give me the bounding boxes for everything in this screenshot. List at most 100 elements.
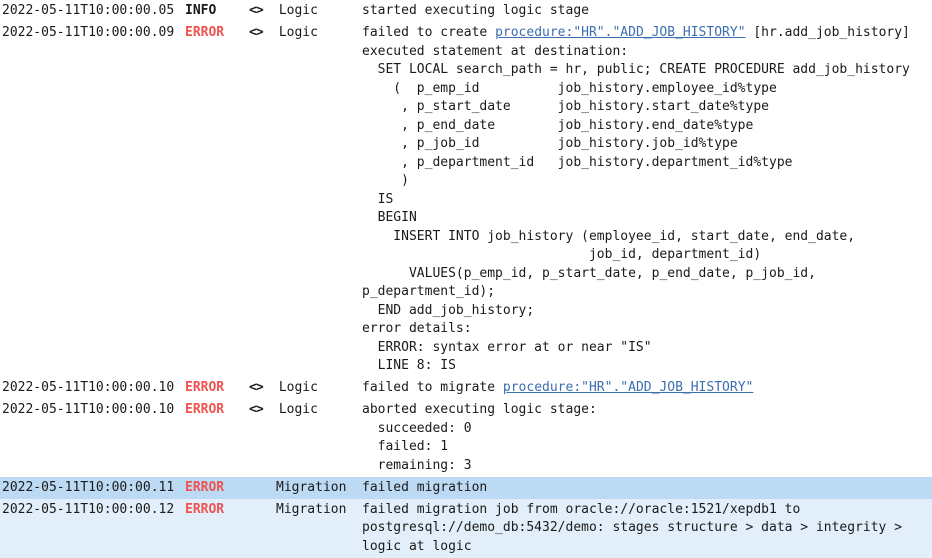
- message-text: failed to migrate: [362, 380, 503, 395]
- log-message-line: failed migration job from oracle://oracl…: [362, 501, 902, 520]
- code-brackets-icon: <>: [249, 25, 264, 40]
- message-text: remaining: 3: [362, 457, 472, 473]
- message-text: failed: 1: [362, 439, 449, 454]
- message-text: failed to create: [362, 25, 496, 40]
- message-text: VALUES(p_emp_id, p_start_date, p_end_dat…: [362, 265, 816, 281]
- message-text: ): [362, 173, 409, 188]
- log-message-line: IS: [362, 191, 910, 210]
- log-context-label: Logic: [278, 25, 318, 40]
- log-message: started executing logic stage: [362, 2, 589, 21]
- log-row[interactable]: 2022-05-11T10:00:00.10 ERROR <> Logic faile…: [0, 377, 932, 399]
- log-level: ERROR: [185, 479, 225, 495]
- message-text: failed migration job from oracle://oracl…: [362, 501, 801, 517]
- log-message-line: p_department_id);: [362, 283, 910, 302]
- code-brackets-icon: <>: [249, 3, 264, 18]
- log-row[interactable]: 2022-05-11T10:00:00.11 ERROR Migration fail…: [0, 476, 932, 499]
- log-message-line: ( p_emp_id job_history.employee_id%type: [362, 80, 910, 99]
- log-message: aborted executing logic stage: succeeded…: [362, 401, 597, 475]
- log-message-line: , p_job_id job_history.job_id%type: [362, 135, 910, 154]
- message-text: aborted executing logic stage:: [362, 402, 597, 417]
- log-context: <> Logic: [249, 24, 318, 43]
- log-message-line: failed to migrate procedure:"HR"."ADD_JO…: [362, 379, 753, 398]
- log-level: ERROR: [185, 501, 225, 517]
- log-message-line: LINE 8: IS: [362, 357, 910, 376]
- log-message-line: started executing logic stage: [362, 2, 589, 21]
- message-text: executed statement at destination:: [362, 43, 629, 59]
- message-text: ( p_emp_id job_history.employee_id%type: [362, 80, 777, 96]
- message-text: IS: [362, 191, 394, 207]
- log-message-line: executed statement at destination:: [362, 43, 910, 62]
- log-message-line: succeeded: 0: [362, 420, 597, 439]
- message-text: ERROR: syntax error at or near "IS": [362, 339, 652, 355]
- log-message-line: failed to create procedure:"HR"."ADD_JOB…: [362, 24, 910, 43]
- message-text: , p_department_id job_history.department…: [362, 154, 793, 170]
- object-link[interactable]: procedure:"HR"."ADD_JOB_HISTORY": [502, 380, 754, 395]
- message-text: BEGIN: [362, 210, 417, 225]
- log-timestamp: 2022-05-11T10:00:00.09: [2, 25, 175, 40]
- message-text: logic at logic: [362, 538, 472, 554]
- message-text: INSERT INTO job_history (employee_id, st…: [362, 228, 856, 244]
- message-text: LINE 8: IS: [362, 358, 456, 373]
- log-message-line: job_id, department_id): [362, 246, 910, 265]
- message-text: SET LOCAL search_path = hr, public; CREA…: [362, 62, 910, 77]
- log-message-line: aborted executing logic stage:: [362, 401, 597, 420]
- log-message-line: postgresql://demo_db:5432/demo: stages s…: [362, 519, 902, 538]
- log-context: <> Logic: [249, 401, 318, 420]
- log-timestamp: 2022-05-11T10:00:00.12: [2, 501, 175, 517]
- log-message: failed to migrate procedure:"HR"."ADD_JO…: [362, 379, 753, 398]
- log-message: failed to create procedure:"HR"."ADD_JOB…: [362, 24, 910, 376]
- log-level: INFO: [185, 3, 217, 18]
- log-context-label: Migration: [276, 501, 347, 517]
- log-message-line: INSERT INTO job_history (employee_id, st…: [362, 228, 910, 247]
- message-text: , p_end_date job_history.end_date%type: [362, 117, 754, 133]
- log-context: <> Logic: [249, 379, 318, 398]
- message-text: error details:: [362, 321, 472, 336]
- log-level: ERROR: [185, 402, 225, 417]
- log-row[interactable]: 2022-05-11T10:00:00.05 INFO <> Logic starte…: [0, 0, 932, 22]
- log-message: failed migration: [362, 479, 487, 498]
- log-message-line: SET LOCAL search_path = hr, public; CREA…: [362, 61, 910, 80]
- log-context: Migration: [249, 479, 346, 498]
- log-message-line: failed: 1: [362, 438, 597, 457]
- log-message-line: BEGIN: [362, 209, 910, 228]
- log-row[interactable]: 2022-05-11T10:00:00.10 ERROR <> Logic abort…: [0, 399, 932, 477]
- message-text: p_department_id);: [362, 284, 496, 299]
- log-timestamp: 2022-05-11T10:00:00.11: [2, 479, 175, 495]
- code-brackets-icon: <>: [249, 380, 264, 395]
- log-timestamp: 2022-05-11T10:00:00.10: [2, 380, 175, 395]
- log-message-line: , p_start_date job_history.start_date%ty…: [362, 98, 910, 117]
- log-level: ERROR: [185, 380, 225, 395]
- code-brackets-icon: <>: [249, 402, 264, 417]
- log-row[interactable]: 2022-05-11T10:00:00.12 ERROR Migration fail…: [0, 498, 932, 558]
- log-context-label: Logic: [278, 402, 318, 417]
- message-text: failed migration: [362, 479, 488, 495]
- log-message-line: , p_end_date job_history.end_date%type: [362, 117, 910, 136]
- message-text: job_id, department_id): [362, 247, 762, 262]
- message-text: END add_job_history;: [362, 302, 535, 318]
- object-link[interactable]: procedure:"HR"."ADD_JOB_HISTORY": [495, 25, 746, 40]
- log-message-line: remaining: 3: [362, 457, 597, 476]
- log-context-label: Migration: [276, 479, 347, 495]
- log-row[interactable]: 2022-05-11T10:00:00.09 ERROR <> Logic faile…: [0, 22, 932, 377]
- message-text: [hr.add_job_history]: [745, 25, 910, 40]
- log-message-line: END add_job_history;: [362, 302, 910, 321]
- log-message-line: error details:: [362, 320, 910, 339]
- log-context: Migration: [249, 501, 346, 520]
- message-text: started executing logic stage: [362, 3, 589, 18]
- log-timestamp: 2022-05-11T10:00:00.05: [2, 3, 175, 18]
- message-text: succeeded: 0: [362, 420, 472, 436]
- log-message: failed migration job from oracle://oracl…: [362, 501, 902, 557]
- log-message-line: , p_department_id job_history.department…: [362, 154, 910, 173]
- message-text: postgresql://demo_db:5432/demo: stages s…: [362, 520, 903, 535]
- log-context-label: Logic: [278, 3, 318, 18]
- log-message-line: VALUES(p_emp_id, p_start_date, p_end_dat…: [362, 265, 910, 284]
- log-level: ERROR: [185, 25, 225, 40]
- message-text: , p_job_id job_history.job_id%type: [362, 136, 738, 151]
- log-message-line: failed migration: [362, 479, 487, 498]
- log-context: <> Logic: [249, 2, 318, 21]
- log-context-label: Logic: [278, 380, 318, 395]
- log-timestamp: 2022-05-11T10:00:00.10: [2, 402, 175, 417]
- log-message-line: ): [362, 172, 910, 191]
- message-text: , p_start_date job_history.start_date%ty…: [362, 99, 769, 114]
